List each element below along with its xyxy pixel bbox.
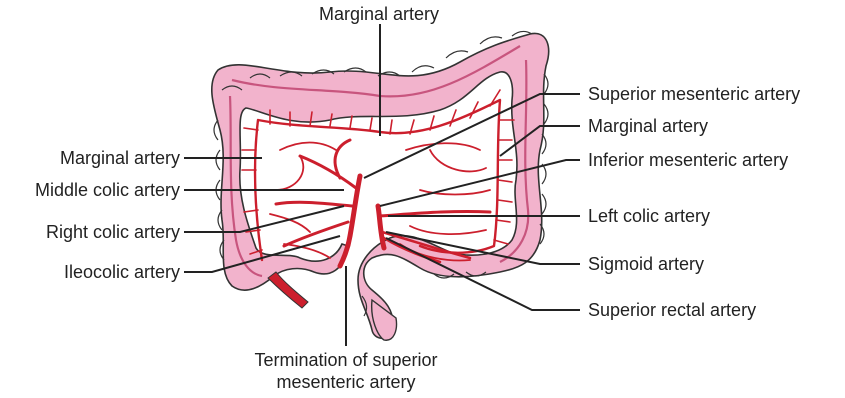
label-ileocolic-artery: Ileocolic artery bbox=[0, 262, 180, 282]
label-left-marginal-artery: Marginal artery bbox=[0, 148, 180, 168]
label-right-colic-artery: Right colic artery bbox=[0, 222, 180, 242]
label-superior-rectal-artery: Superior rectal artery bbox=[588, 300, 756, 320]
label-termination-line2: mesenteric artery bbox=[226, 372, 466, 392]
label-superior-mesenteric-artery: Superior mesenteric artery bbox=[588, 84, 800, 104]
label-termination-line1: Termination of superior bbox=[226, 350, 466, 370]
middle-colic-branch bbox=[300, 140, 356, 188]
label-middle-colic-artery: Middle colic artery bbox=[0, 180, 180, 200]
inferior-mesenteric-trunk bbox=[378, 206, 384, 248]
right-colic-branch bbox=[276, 202, 352, 206]
label-right-marginal-artery: Marginal artery bbox=[588, 116, 708, 136]
label-sigmoid-artery: Sigmoid artery bbox=[588, 254, 704, 274]
ileum-end bbox=[268, 272, 308, 308]
label-left-colic-artery: Left colic artery bbox=[588, 206, 710, 226]
leader-inferior-mesenteric bbox=[380, 160, 580, 206]
label-top-marginal-artery: Marginal artery bbox=[284, 4, 474, 24]
marginal-artery-arcade bbox=[255, 100, 500, 260]
label-inferior-mesenteric-artery: Inferior mesenteric artery bbox=[588, 150, 788, 170]
leader-right-colic bbox=[184, 206, 344, 232]
